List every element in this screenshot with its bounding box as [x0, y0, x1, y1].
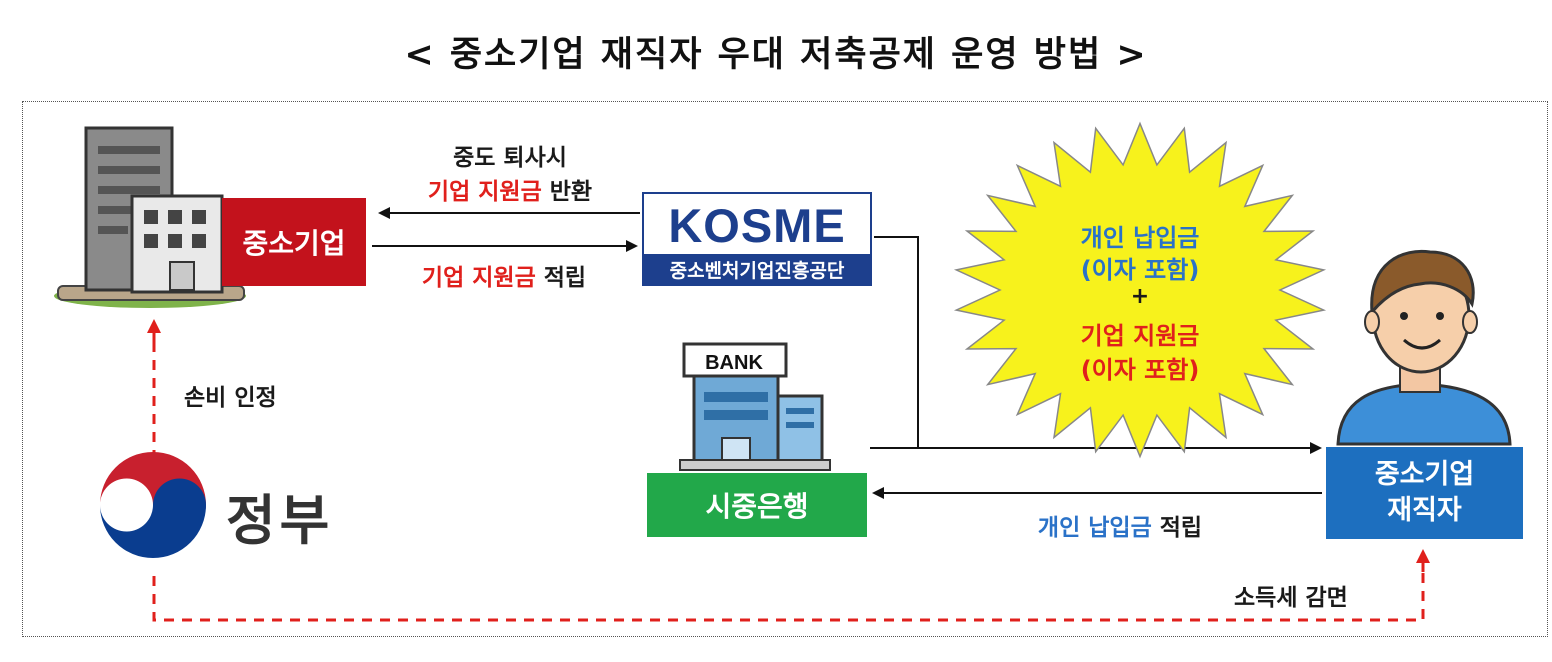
burst-personal-line2: (이자 포함) — [1080, 256, 1200, 284]
kosme-logo-box: KOSME 중소벤처기업진흥공단 — [642, 192, 872, 286]
government-emblem-icon — [97, 452, 209, 569]
office-building-icon — [54, 126, 246, 308]
personal-deposit-blue: 개인 납입금 — [1037, 515, 1152, 541]
accumulate-note: 기업 지원금 적립 — [384, 258, 624, 292]
return-note-red: 기업 지원금 — [427, 179, 542, 205]
burst-company-line2: (이자 포함) — [1080, 356, 1200, 384]
government-label: 정부 — [226, 489, 334, 552]
return-note-rest: 반환 — [541, 179, 593, 205]
worker-label-line2: 재직자 — [1387, 495, 1462, 526]
worker-label: 중소기업 재직자 — [1326, 447, 1523, 539]
diagram-title: < 중소기업 재직자 우대 저축공제 운영 방법 > — [404, 35, 1148, 75]
kosme-to-worker-arrow — [874, 236, 1322, 454]
bank-label: 시중은행 — [647, 473, 867, 537]
accumulate-note-red: 기업 지원금 — [421, 265, 536, 291]
diagram-frame — [22, 101, 1548, 637]
worker-label-line1: 중소기업 — [1374, 459, 1475, 490]
burst-plus: + — [1130, 284, 1150, 309]
return-note-line1: 중도 퇴사시 — [453, 145, 567, 171]
kosme-logo-text: KOSME — [668, 199, 846, 252]
personal-deposit-rest: 적립 — [1151, 515, 1203, 541]
burst-company-line1: 기업 지원금 — [1080, 322, 1200, 350]
person-avatar-icon — [1336, 249, 1512, 446]
personal-deposit-note: 개인 납입금 적립 — [1000, 508, 1240, 542]
burst-personal-line1: 개인 납입금 — [1080, 224, 1200, 252]
bank-building-icon — [679, 342, 831, 471]
accumulate-note-rest: 적립 — [535, 265, 587, 291]
starburst-shape — [953, 121, 1327, 459]
tax-reduction-label: 소득세 감면 — [1234, 585, 1348, 611]
bank-sign-text: BANK — [705, 352, 763, 374]
kosme-name: 중소벤처기업진흥공단 — [644, 254, 870, 284]
sme-label: 중소기업 — [222, 198, 366, 286]
return-note-line2: 기업 지원금 반환 — [390, 172, 630, 206]
cost-recognition-label: 손비 인정 — [184, 385, 277, 411]
